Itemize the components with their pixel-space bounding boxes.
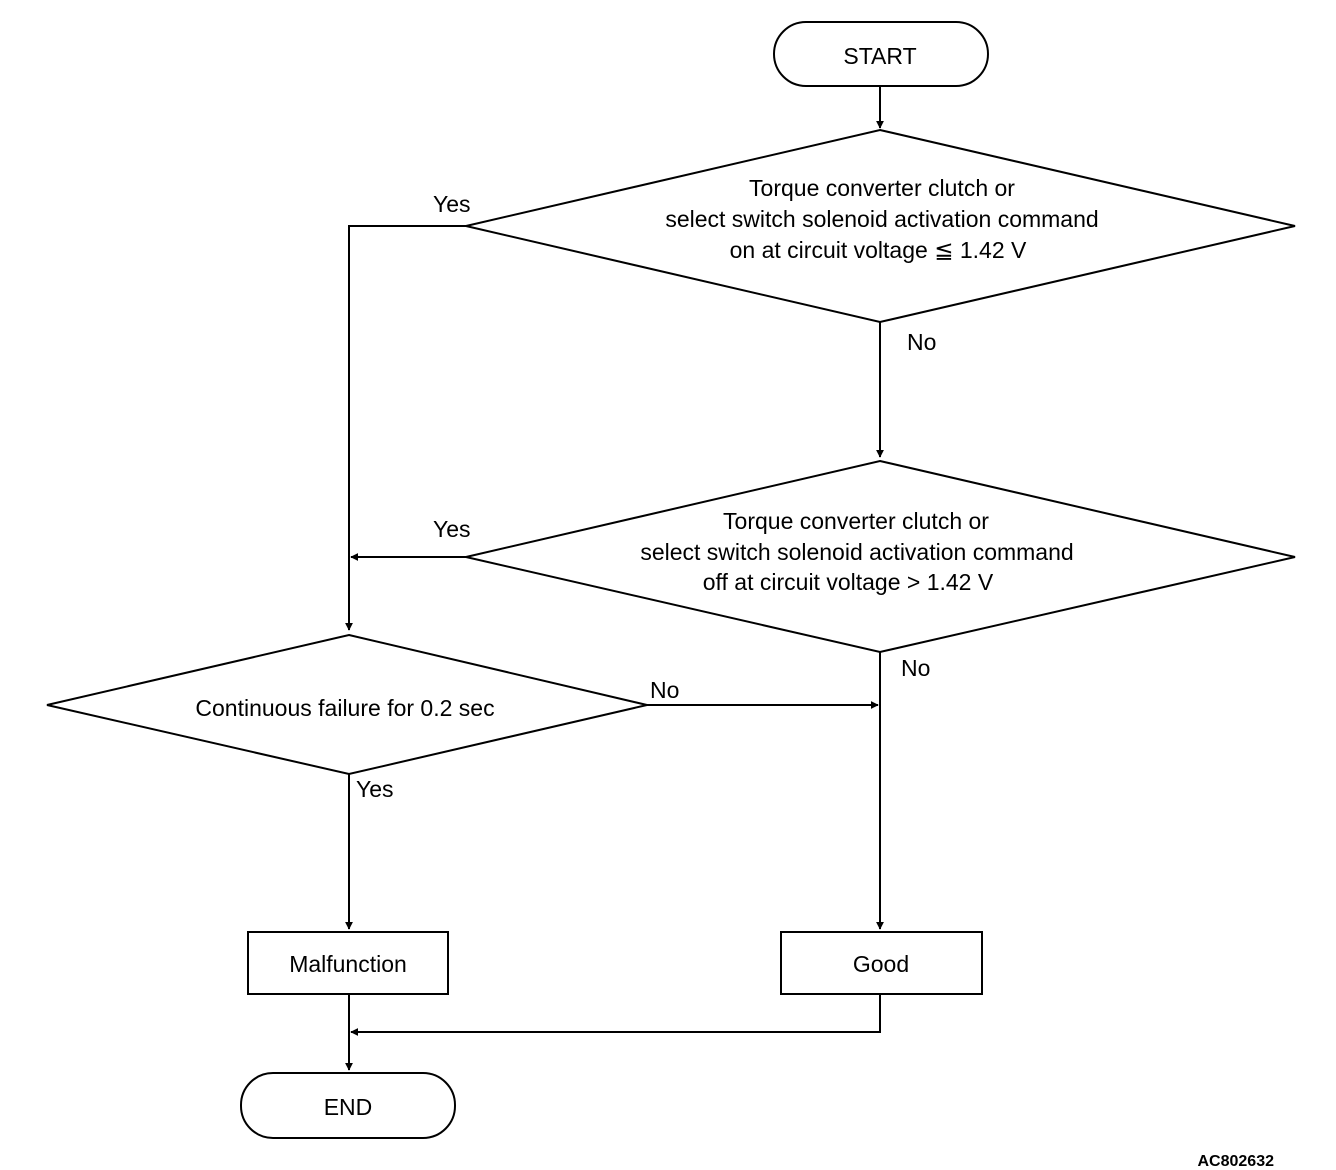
d1-yes-label: Yes (433, 191, 471, 217)
malfunction-box (247, 931, 449, 995)
connector-d1-yes (345, 225, 466, 631)
good-label: Good (853, 951, 909, 977)
good-box (780, 931, 983, 995)
end-label: END (324, 1094, 373, 1120)
decision-voltage-off-line1: Torque converter clutch or (723, 508, 989, 534)
d2-no-label: No (901, 655, 930, 681)
decision-voltage-off-line3: off at circuit voltage > 1.42 V (703, 569, 994, 595)
end-terminal (240, 1072, 456, 1139)
decision-voltage-on-line3: on at circuit voltage ≦ 1.42 V (730, 237, 1027, 263)
d2-yes-label: Yes (433, 516, 471, 542)
start-label: START (843, 43, 916, 69)
decision-voltage-off-line2: select switch solenoid activation comman… (640, 539, 1073, 565)
decision-voltage-on-line1: Torque converter clutch or (749, 175, 1015, 201)
figure-code: AC802632 (1198, 1153, 1275, 1170)
d3-no-label: No (650, 677, 679, 703)
decision-continuous-failure-label: Continuous failure for 0.2 sec (195, 695, 494, 721)
d3-yes-label: Yes (356, 776, 394, 802)
d1-no-label: No (907, 329, 936, 355)
decision-voltage-on-line2: select switch solenoid activation comman… (665, 206, 1098, 232)
malfunction-label: Malfunction (289, 951, 407, 977)
connector-good-to-merge (350, 994, 881, 1036)
